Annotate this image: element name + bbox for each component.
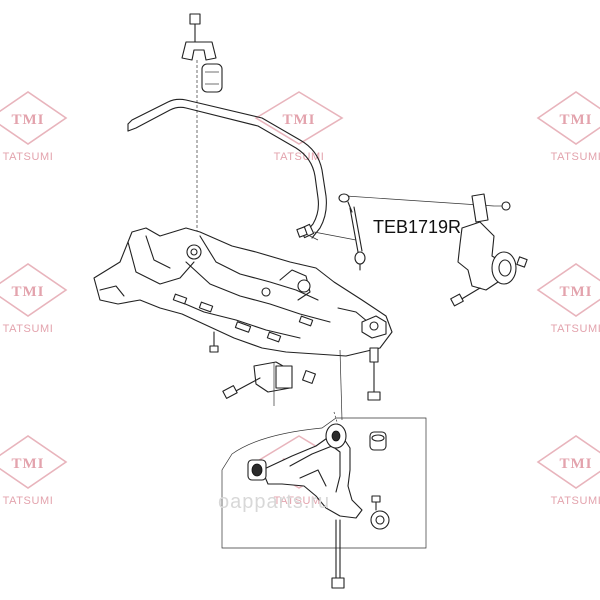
mount-bolt-head bbox=[189, 13, 201, 25]
watermark-brand: TMI bbox=[560, 112, 593, 128]
stabilizer-mount-assembly bbox=[181, 13, 223, 232]
watermark-subtitle: TATSUMI bbox=[551, 151, 600, 163]
watermark-brand: TMI bbox=[560, 456, 593, 472]
watermark-brand: TMI bbox=[12, 456, 45, 472]
watermark-subtitle: TATSUMI bbox=[3, 151, 54, 163]
watermark-brand: TMI bbox=[283, 112, 316, 128]
watermark-bottom-left: TMI TATSUMI bbox=[0, 435, 68, 507]
stabilizer-bushing bbox=[201, 63, 223, 93]
link-nut bbox=[296, 226, 319, 241]
watermark-bottom-right: TMI TATSUMI bbox=[536, 435, 600, 507]
watermark-brand: TMI bbox=[12, 112, 45, 128]
watermark-brand: TMI bbox=[560, 284, 593, 300]
watermark-subtitle: TATSUMI bbox=[274, 151, 325, 163]
watermark-subtitle: TATSUMI bbox=[3, 495, 54, 507]
subframe-bolts bbox=[209, 331, 381, 421]
watermark-mid-left: TMI TATSUMI bbox=[0, 263, 68, 335]
watermark-subtitle: TATSUMI bbox=[551, 323, 600, 335]
oem-watermark-text: oapparts.ru bbox=[218, 491, 330, 513]
watermark-mid-right: TMI TATSUMI bbox=[536, 263, 600, 335]
watermark-top-left: TMI TATSUMI bbox=[0, 91, 68, 163]
stabilizer-clamp-bracket bbox=[181, 41, 217, 61]
watermark-top-right: TMI TATSUMI bbox=[536, 91, 600, 163]
steering-knuckle bbox=[450, 193, 528, 307]
lower-control-arm bbox=[247, 411, 390, 589]
part-number-label: TEB1719R bbox=[373, 217, 461, 237]
watermark-subtitle: TATSUMI bbox=[274, 495, 325, 507]
watermark-brand: TMI bbox=[12, 284, 45, 300]
subframe bbox=[93, 227, 393, 393]
watermark-subtitle: TATSUMI bbox=[3, 323, 54, 335]
watermark-subtitle: TATSUMI bbox=[551, 495, 600, 507]
control-arm-box bbox=[221, 417, 427, 549]
watermark-top-center: TMI TATSUMI bbox=[254, 91, 344, 163]
stabilizer-link-part bbox=[313, 193, 495, 271]
